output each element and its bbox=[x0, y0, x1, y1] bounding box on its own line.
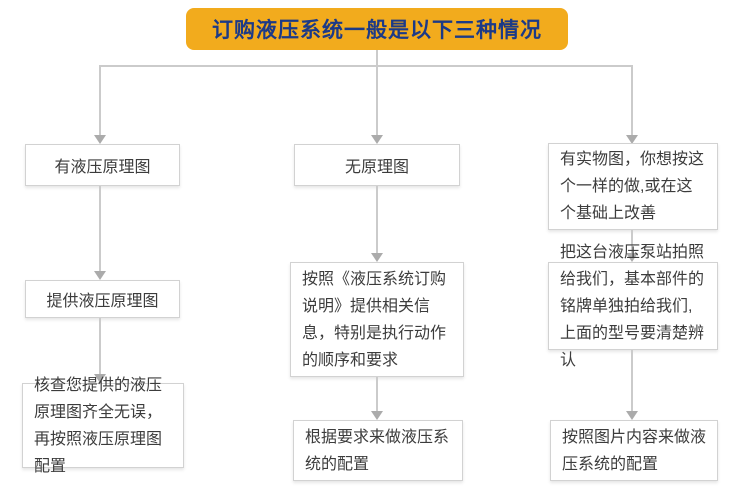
flow-node-col3-step2: 把这台液压泵站拍照给我们，基本部件的铭牌单独拍给我们,上面的型号要清楚辨认 bbox=[548, 244, 718, 369]
arrow-down-icon bbox=[626, 253, 638, 262]
flow-node-col1-step3: 核查您提供的液压原理图齐全无误，再按照液压原理图配置 bbox=[22, 377, 184, 475]
arrow-down-icon bbox=[626, 411, 638, 420]
flow-node-col3-step1: 有实物图，你想按这个一样的做,或在这个基础上改善 bbox=[548, 143, 718, 230]
connector-col2-2 bbox=[376, 377, 378, 413]
connector-col3-drop bbox=[631, 65, 633, 137]
arrow-down-icon bbox=[94, 271, 106, 280]
connector-col1-drop bbox=[99, 65, 101, 137]
flowchart-title: 订购液压系统一般是以下三种情况 bbox=[186, 8, 568, 50]
arrow-down-icon bbox=[626, 135, 638, 144]
flow-node-col2-step2: 按照《液压系统订购说明》提供相关信息，特别是执行动作的顺序和要求 bbox=[290, 262, 464, 377]
arrow-down-icon bbox=[94, 374, 106, 383]
arrow-down-icon bbox=[371, 411, 383, 420]
flow-node-col3-step3: 按照图片内容来做液压系统的配置 bbox=[550, 420, 718, 481]
flow-node-col1-step1: 有液压原理图 bbox=[25, 144, 180, 186]
flow-node-col1-step2: 提供液压原理图 bbox=[25, 280, 180, 318]
arrow-down-icon bbox=[94, 135, 106, 144]
arrow-down-icon bbox=[371, 135, 383, 144]
flow-node-col2-step3: 根据要求来做液压系统的配置 bbox=[293, 420, 463, 481]
connector-branch-bar bbox=[99, 65, 633, 67]
connector-col3-2 bbox=[631, 350, 633, 413]
connector-col2-1 bbox=[376, 186, 378, 254]
arrow-down-icon bbox=[371, 253, 383, 262]
flow-node-col2-step1: 无原理图 bbox=[294, 144, 460, 186]
connector-title-stem bbox=[376, 50, 378, 66]
connector-col1-1 bbox=[99, 186, 101, 272]
connector-col1-2 bbox=[99, 318, 101, 376]
connector-col3-1 bbox=[631, 230, 633, 254]
connector-col2-drop bbox=[376, 65, 378, 137]
